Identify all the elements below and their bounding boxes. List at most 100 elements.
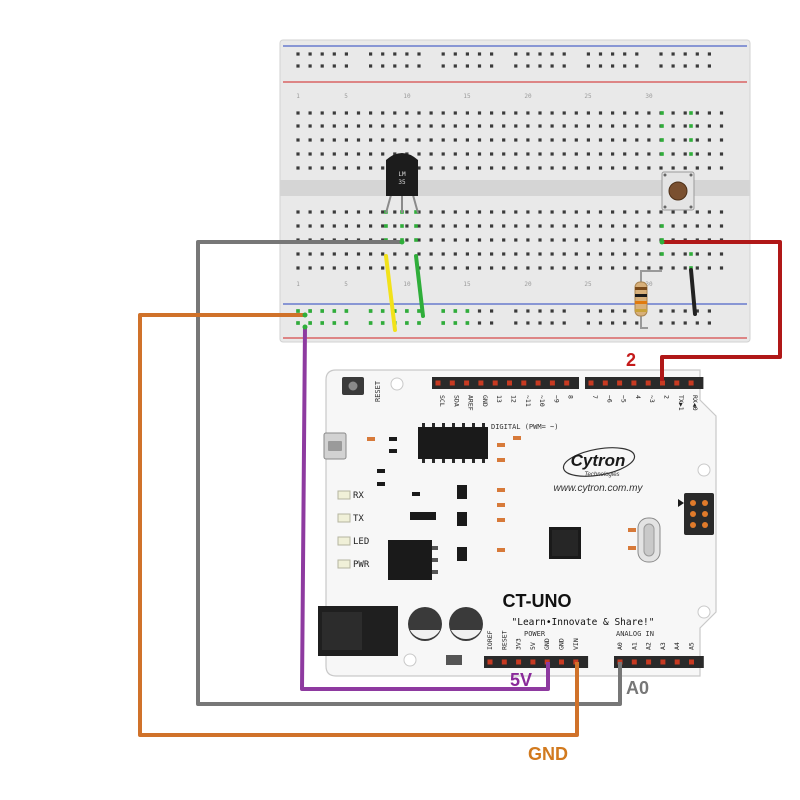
header-pin[interactable] <box>549 380 555 386</box>
yellow-jumper-wire[interactable] <box>384 254 397 332</box>
header-pin[interactable] <box>492 380 498 386</box>
breadboard-hole <box>695 138 699 142</box>
header-pin-label: RX◀0 <box>691 395 699 411</box>
breadboard-hole <box>671 321 675 325</box>
breadboard-hole <box>369 210 373 214</box>
led-indicator <box>337 490 351 500</box>
header-pin[interactable] <box>674 659 680 665</box>
breadboard-hole <box>598 238 603 242</box>
breadboard-hole <box>671 64 675 68</box>
gray-wire-a0[interactable] <box>196 240 622 706</box>
row-number-top: 30 <box>645 93 653 100</box>
breadboard-hole <box>611 252 615 256</box>
breadboard-hole <box>320 52 324 56</box>
black-jumper-wire[interactable] <box>689 268 697 316</box>
breadboard-hole <box>719 124 724 128</box>
header-pin[interactable] <box>516 659 522 665</box>
breadboard-hole <box>356 252 361 256</box>
breadboard-hole <box>296 152 300 156</box>
row-number-bottom: 25 <box>584 281 592 288</box>
breadboard-hole <box>296 224 300 228</box>
breadboard-hole <box>429 266 433 270</box>
breadboard-hole <box>586 124 590 128</box>
breadboard-hole <box>490 124 494 128</box>
breadboard-hole-connected <box>368 321 373 325</box>
led-label: TX <box>353 514 364 524</box>
header-pin[interactable] <box>435 380 441 386</box>
breadboard-hole <box>441 64 445 68</box>
red-wire-pin2[interactable] <box>660 240 782 381</box>
green-jumper-wire[interactable] <box>414 254 425 318</box>
header-pin[interactable] <box>674 380 680 386</box>
dc-power-jack[interactable] <box>318 606 398 656</box>
breadboard-hole <box>429 138 433 142</box>
breadboard-hole <box>538 64 542 68</box>
header-pin[interactable] <box>588 380 594 386</box>
header-pin[interactable] <box>530 659 536 665</box>
breadboard-hole <box>647 152 651 156</box>
breadboard-hole <box>598 166 603 170</box>
header-pin[interactable] <box>645 380 651 386</box>
breadboard-hole <box>417 224 421 228</box>
breadboard-hole-connected <box>689 252 693 256</box>
breadboard-hole <box>683 64 687 68</box>
header-pin[interactable] <box>631 380 637 386</box>
resistor[interactable] <box>634 270 662 329</box>
breadboard-hole <box>514 52 518 56</box>
breadboard-hole <box>526 224 530 228</box>
breadboard-hole <box>465 52 469 56</box>
header-pin[interactable] <box>631 659 637 665</box>
header-pin[interactable] <box>646 659 652 665</box>
header-pin[interactable] <box>501 659 507 665</box>
orange-wire-gnd[interactable] <box>138 313 579 737</box>
header-pin[interactable] <box>564 380 570 386</box>
header-pin[interactable] <box>507 380 512 386</box>
header-pin[interactable] <box>602 380 608 386</box>
breadboard-hole <box>538 124 542 128</box>
breadboard-hole <box>332 138 336 142</box>
breadboard-hole <box>538 266 542 270</box>
breadboard-hole <box>550 309 554 313</box>
header-pin[interactable] <box>521 380 527 386</box>
breadboard-hole <box>719 138 724 142</box>
breadboard-hole <box>417 64 421 68</box>
breadboard-hole <box>417 238 421 242</box>
header-pin[interactable] <box>487 659 493 665</box>
breadboard-hole <box>538 252 542 256</box>
header-pin[interactable] <box>559 659 564 665</box>
breadboard-hole-connected <box>689 152 693 156</box>
purple-wire-5v[interactable] <box>300 326 550 691</box>
breadboard-hole-connected <box>393 309 397 313</box>
header-pin[interactable] <box>464 380 470 386</box>
breadboard-hole <box>453 152 457 156</box>
lm35-temperature-sensor[interactable]: LM 35 <box>385 153 419 214</box>
header-pin[interactable] <box>689 659 694 665</box>
breadboard-hole <box>526 309 530 313</box>
push-button[interactable] <box>661 171 695 211</box>
header-pin[interactable] <box>535 380 541 386</box>
breadboard-hole <box>502 224 506 228</box>
breadboard-hole-connected <box>308 309 312 313</box>
header-pin[interactable] <box>688 380 694 386</box>
header-pin[interactable] <box>660 659 666 665</box>
smd-component <box>497 488 505 492</box>
breadboard-hole <box>562 321 566 325</box>
breadboard-hole <box>405 124 409 128</box>
breadboard-hole <box>635 138 639 142</box>
mount-hole <box>697 605 711 619</box>
breadboard-hole <box>356 166 361 170</box>
breadboard-hole <box>550 64 554 68</box>
smd-component <box>377 469 385 473</box>
header-pin[interactable] <box>449 380 455 386</box>
breadboard-hole <box>574 252 578 256</box>
breadboard-hole <box>683 124 687 128</box>
breadboard-hole <box>586 111 590 115</box>
breadboard-hole <box>465 210 469 214</box>
header-pin[interactable] <box>617 380 623 386</box>
board-name: CT-UNO <box>503 591 572 611</box>
header-pin[interactable] <box>660 380 665 386</box>
header-pin[interactable] <box>478 380 484 386</box>
header-pin-label: IOREF <box>486 630 494 650</box>
breadboard-hole <box>344 252 348 256</box>
breadboard-hole <box>623 224 627 228</box>
